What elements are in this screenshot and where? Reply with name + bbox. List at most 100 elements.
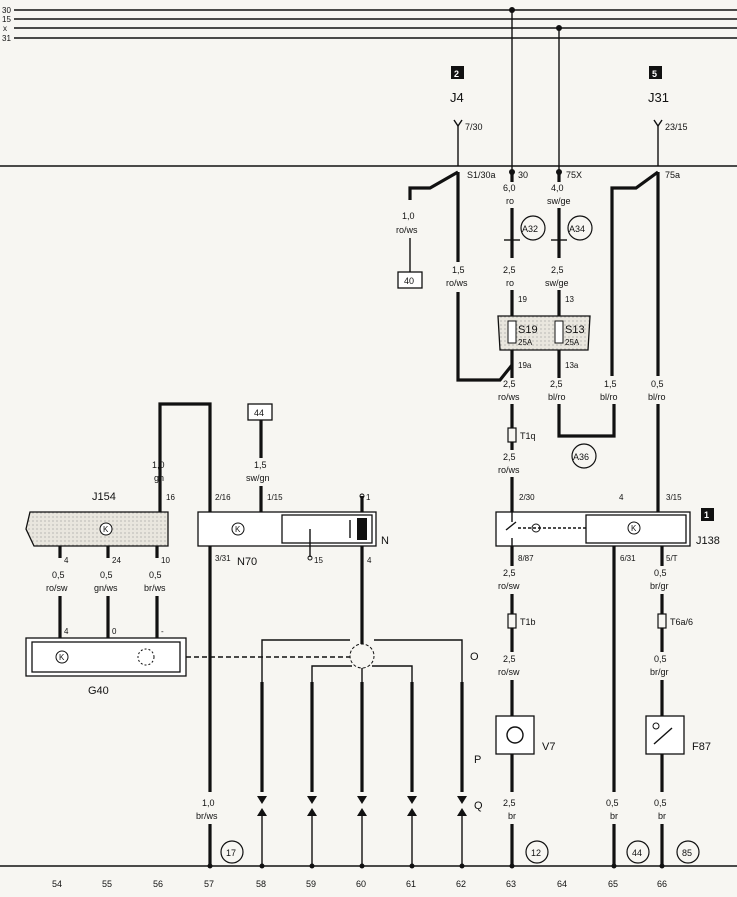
wire-label: ro/ws xyxy=(498,392,520,402)
node-a32 xyxy=(520,215,546,241)
terminal-75a: 75a xyxy=(665,170,680,180)
fan-v7: K V7 xyxy=(495,715,555,755)
spark-plug-leads: P xyxy=(260,682,481,792)
wire-label: br xyxy=(508,811,516,821)
wire-label: 2,5 xyxy=(503,568,516,578)
fuse-s19-name: S19 xyxy=(518,324,538,336)
node-a34-label: A34 xyxy=(569,224,585,234)
column-number: 64 xyxy=(557,879,567,889)
wire-label: ro xyxy=(506,278,514,288)
pin-19: 19 xyxy=(518,295,527,304)
node-12 xyxy=(525,840,549,864)
column-number: 66 xyxy=(657,879,667,889)
pin-g40-dash: - xyxy=(161,627,164,636)
wire-label: 2,5 xyxy=(551,265,564,275)
wire-label: 1,0 xyxy=(152,460,165,470)
wire-label: 6,0 xyxy=(503,183,516,193)
bus-label-31: 31 xyxy=(2,34,11,43)
node-17 xyxy=(220,840,244,864)
wire-label: 1,5 xyxy=(604,379,617,389)
pin-j154-4: 4 xyxy=(64,556,69,565)
wire-label: ro/sw xyxy=(498,581,520,591)
g40-label: G40 xyxy=(88,685,109,697)
node-a34 xyxy=(567,215,593,241)
wire-label: 0,5 xyxy=(654,568,667,578)
node-44 xyxy=(626,840,650,864)
wire-label: sw/gn xyxy=(246,473,270,483)
connector-t1b: T1b xyxy=(520,617,536,627)
pin-j154-24: 24 xyxy=(112,556,121,565)
relay-j31-num: 5 xyxy=(652,69,657,79)
wire-label: 0,5 xyxy=(606,798,619,808)
relay-marker-j31: 5 J31 23/15 xyxy=(648,66,688,132)
column-number: 57 xyxy=(204,879,214,889)
wire-label: ro/ws xyxy=(446,278,468,288)
j154-k-symbol: K xyxy=(103,525,109,534)
pin-13a: 13a xyxy=(565,361,579,370)
pin-j138-887: 8/87 xyxy=(518,554,534,563)
j154-label: J154 xyxy=(92,491,116,503)
terminal-s1-30a: S1/30a xyxy=(467,170,496,180)
relay-j138: K 1 J138 xyxy=(495,508,720,547)
pin-n70-15: 15 xyxy=(314,556,323,565)
column-number: 59 xyxy=(306,879,316,889)
column-number: 60 xyxy=(356,879,366,889)
wire-label: gn xyxy=(154,473,164,483)
fuse-s13-rating: 25A xyxy=(565,338,580,347)
n-label: N xyxy=(381,535,389,547)
wire-label: ro xyxy=(506,196,514,206)
switch-f87-label: F87 xyxy=(692,741,711,753)
node-85 xyxy=(676,840,700,864)
terminal-30: 30 xyxy=(518,170,528,180)
plug-leads-p-label: P xyxy=(474,754,481,766)
j138-k-symbol: K xyxy=(631,524,637,533)
pin-n70-115: 1/15 xyxy=(267,493,283,502)
pin-n-4: 4 xyxy=(367,556,372,565)
wire-label: bl/ro xyxy=(600,392,618,402)
node-85-label: 85 xyxy=(682,848,692,858)
sensor-g40: K G40 xyxy=(25,637,187,697)
ground-dots xyxy=(207,863,665,869)
pin-n70-216: 2/16 xyxy=(215,493,231,502)
bus-label-30: 30 xyxy=(2,6,11,15)
pin-j138-631: 6/31 xyxy=(620,554,636,563)
column-number: 54 xyxy=(52,879,62,889)
wire-label: sw/ge xyxy=(545,278,569,288)
relay-marker-j4: 2 J4 7/30 xyxy=(450,66,483,132)
wire-label: 0,5 xyxy=(52,570,65,580)
relay-j138-num: 1 xyxy=(704,510,709,520)
n70-label: N70 xyxy=(237,556,257,568)
pin-13: 13 xyxy=(565,295,574,304)
node-44-label: 44 xyxy=(632,848,642,858)
node-a36-label: A36 xyxy=(573,452,589,462)
box-40-label: 40 xyxy=(404,276,414,286)
n70-k-symbol: K xyxy=(235,525,241,534)
box-44-label: 44 xyxy=(254,408,264,418)
wire-label: 0,5 xyxy=(149,570,162,580)
column-number: 62 xyxy=(456,879,466,889)
wire-label: 0,5 xyxy=(651,379,664,389)
wire-label: 2,5 xyxy=(503,798,516,808)
wire-label: 2,5 xyxy=(503,452,516,462)
wire-label: 1,0 xyxy=(402,211,415,221)
module-n70: K N70 N xyxy=(197,511,389,568)
bus-label-15: 15 xyxy=(2,15,11,24)
box-40 xyxy=(397,271,423,289)
pin-j138-230: 2/30 xyxy=(519,493,535,502)
wire-label: 1,5 xyxy=(254,460,267,470)
wire-label: ro/ws xyxy=(498,465,520,475)
fuse-block: S19 25A S13 25A xyxy=(497,315,591,351)
column-number: 58 xyxy=(256,879,266,889)
wire-label: gn/ws xyxy=(94,583,118,593)
relay-j31-name: J31 xyxy=(648,90,669,105)
pin-j154-10: 10 xyxy=(161,556,170,565)
pin-g40-0: 0 xyxy=(112,627,117,636)
wire-label: br/gr xyxy=(650,667,669,677)
wire-label: br xyxy=(610,811,618,821)
fan-v7-label: V7 xyxy=(542,741,555,753)
wire-label: 2,5 xyxy=(503,265,516,275)
wire-label: 2,5 xyxy=(550,379,563,389)
wire-label: 0,5 xyxy=(100,570,113,580)
supply-bus: 30 15 x 31 xyxy=(2,6,737,43)
